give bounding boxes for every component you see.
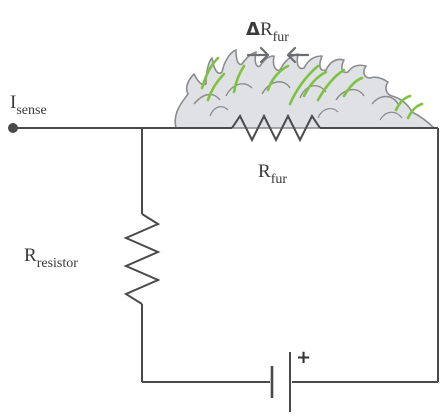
green-strand [206, 72, 226, 102]
arrow-left-icon [286, 46, 310, 64]
delta-symbol: Δ [246, 19, 260, 40]
green-strand [406, 102, 424, 120]
delta-fur-resistance-subscript: fur [272, 30, 289, 45]
resistor-symbol: R [24, 245, 37, 266]
sense-current-label: Isense [10, 92, 47, 118]
fur-resistance-subscript: fur [270, 172, 288, 187]
green-strand [342, 76, 364, 98]
green-strand [232, 64, 246, 94]
green-strand [200, 56, 220, 90]
fur-strand [317, 108, 339, 119]
arrow-right-icon [246, 46, 270, 64]
resistor-label: Rresistor [24, 245, 78, 271]
fur-body [174, 49, 435, 129]
fur-strand [379, 111, 403, 121]
fur-strand [371, 95, 399, 105]
fur-strand [335, 89, 365, 101]
green-strand [288, 64, 320, 106]
green-strand [266, 64, 290, 92]
green-strand [302, 70, 328, 98]
fur-resistor-zigzag [231, 113, 321, 143]
green-strand [316, 68, 346, 102]
sense-terminal-dot [8, 123, 18, 133]
sense-current-symbol: I [10, 92, 17, 113]
delta-fur-resistance-symbol: R [259, 19, 273, 40]
fur-highlight [200, 56, 424, 120]
wires [12, 113, 439, 383]
fur-strand [193, 93, 221, 105]
resistor-subscript: resistor [36, 256, 78, 271]
resistor-zigzag [123, 213, 161, 305]
fur-resistance-symbol: R [258, 161, 271, 182]
delta-fur-resistance-label: ΔRfur [246, 19, 289, 45]
green-strand [394, 94, 412, 112]
compression-arrows [246, 46, 310, 64]
fur-tuft [174, 49, 435, 129]
fur-strand [261, 81, 291, 95]
sense-current-subscript: sense [16, 103, 47, 118]
fur-strand [225, 83, 253, 97]
fur-resistance-label: Rfur [258, 161, 287, 187]
fur-strand [209, 106, 229, 117]
battery-plus-label: + [296, 347, 312, 368]
battery [270, 352, 291, 412]
